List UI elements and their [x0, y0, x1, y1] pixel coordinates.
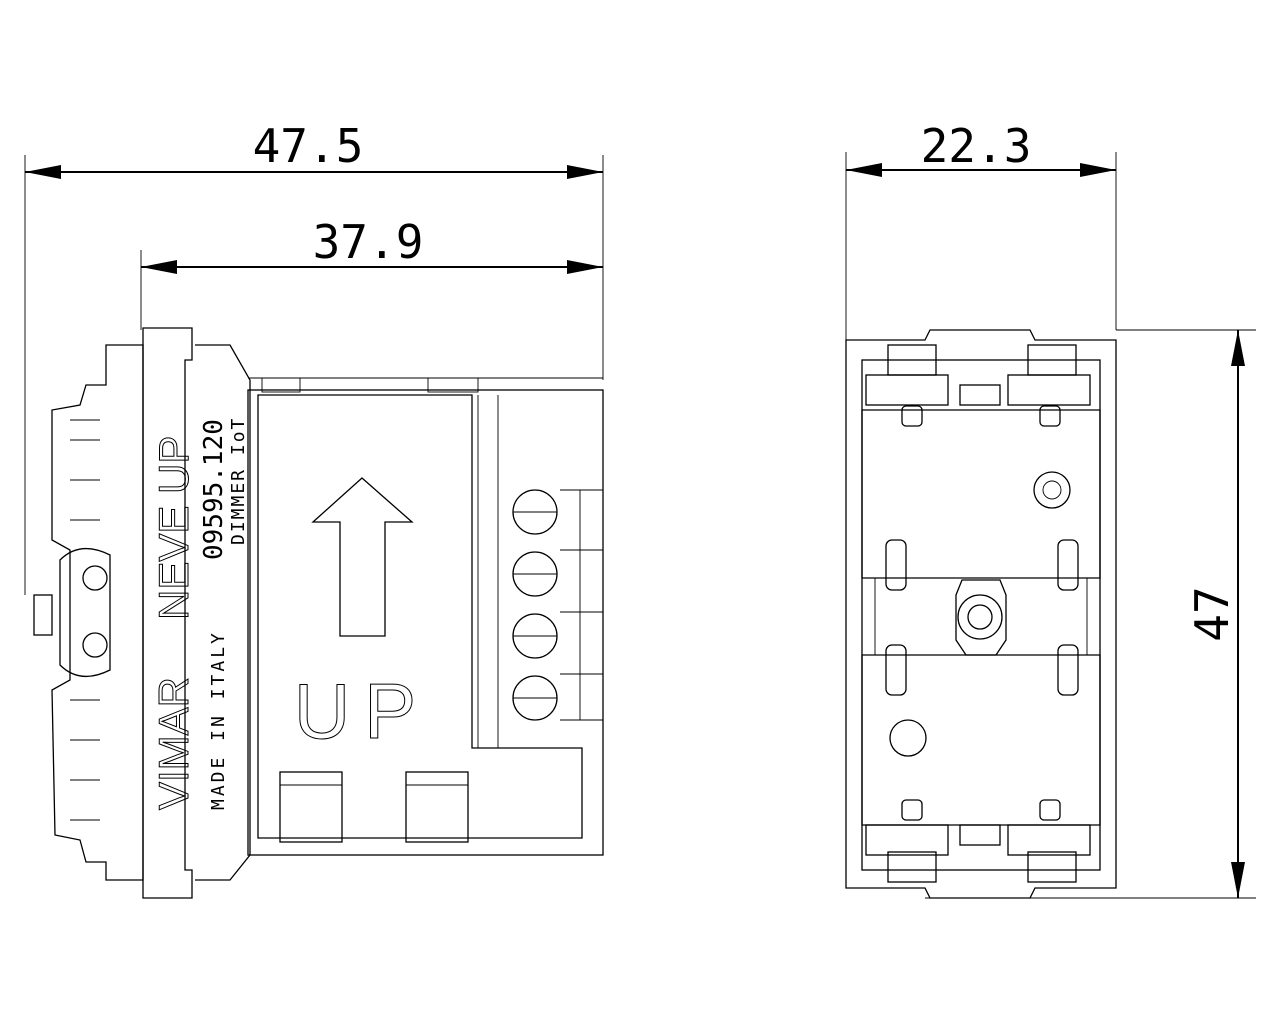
- product-label: DIMMER IoT: [228, 417, 249, 545]
- dimension-label: 37.9: [313, 215, 424, 269]
- origin-label: MADE IN ITALY: [208, 630, 229, 810]
- orientation-label: UP: [294, 667, 430, 755]
- dimension-front-width: 22.3: [845, 119, 1117, 340]
- dimension-front-height: 47: [925, 329, 1256, 899]
- dimension-total-width: 47.5: [24, 119, 604, 595]
- dimension-body-width: 37.9: [140, 215, 603, 330]
- dimension-label: 22.3: [921, 119, 1032, 173]
- brand-label: VIMAR: [150, 677, 197, 810]
- terminal-screws: [512, 489, 603, 721]
- series-label: NEVE UP: [150, 436, 197, 620]
- side-view: UP VIMAR NEVE UP MADE IN ITALY 09595.120…: [33, 327, 604, 899]
- up-arrow-icon: [311, 477, 414, 637]
- dimension-label: 47.5: [253, 119, 364, 173]
- dimension-label: 47: [1185, 586, 1239, 641]
- code-label: 09595.120: [199, 419, 229, 560]
- front-view: [845, 329, 1117, 899]
